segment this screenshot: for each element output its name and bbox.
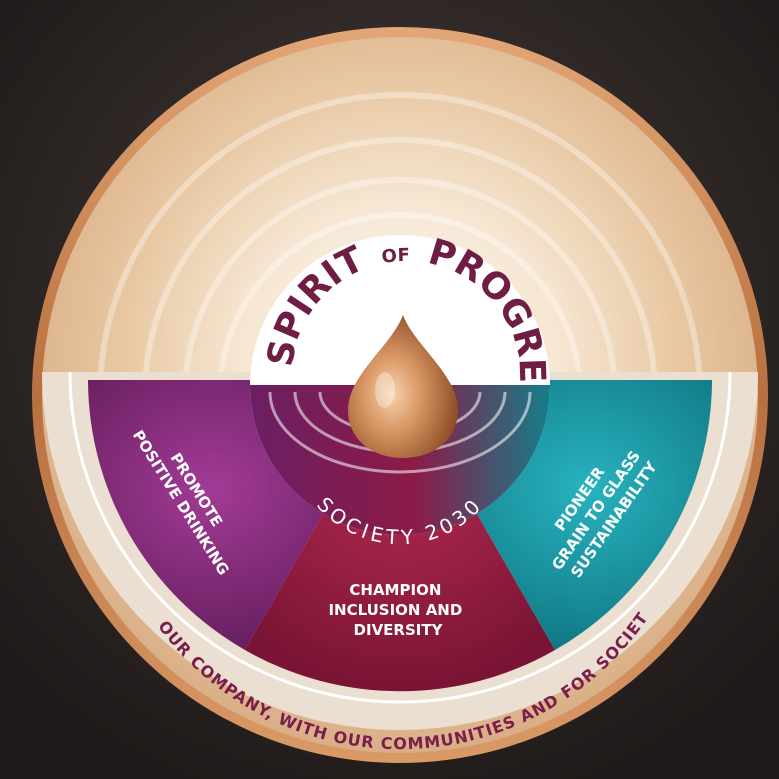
label-inclusion-line3: DIVERSITY bbox=[354, 621, 444, 639]
label-inclusion-line2: INCLUSION AND bbox=[328, 601, 462, 619]
label-inclusion-line1: CHAMPION bbox=[349, 581, 441, 599]
inner-lower-half bbox=[250, 385, 550, 535]
title-of: OF bbox=[380, 245, 410, 268]
label-inclusion-diversity: CHAMPION INCLUSION AND DIVERSITY bbox=[328, 581, 467, 639]
droplet-highlight bbox=[375, 372, 395, 408]
droplet-icon bbox=[348, 315, 458, 458]
svg-text:CHAMPION INCLUSION AND: CHAMPION INCLUSION AND DIVERSITY bbox=[328, 581, 467, 639]
segment-inclusion-diversity bbox=[245, 380, 555, 692]
inner-white-ring bbox=[68, 371, 732, 704]
